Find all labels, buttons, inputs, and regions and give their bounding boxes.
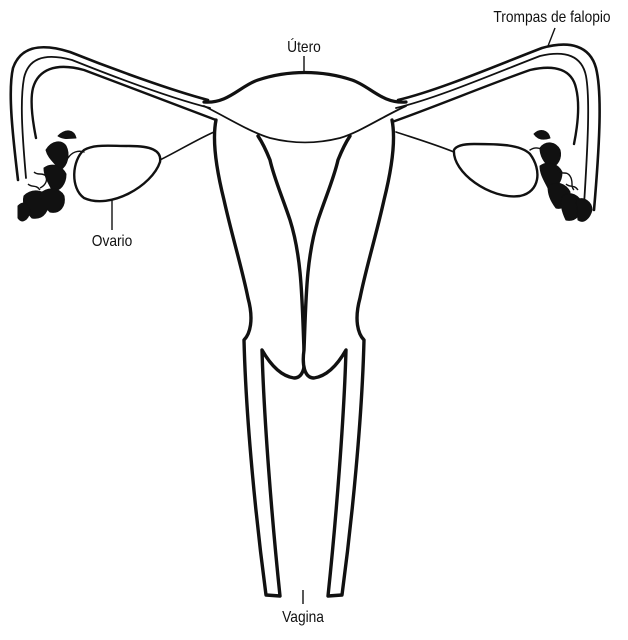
right-fimbriae <box>534 131 592 222</box>
vagina-label: Vagina <box>282 608 324 626</box>
ovario-label: Ovario <box>92 232 132 250</box>
utero-label: Útero <box>287 38 321 56</box>
trompas-leader <box>548 28 555 46</box>
uterus-right-wall <box>303 120 393 596</box>
uterus-body <box>214 120 393 596</box>
trompas-label: Trompas de falopio <box>493 8 610 26</box>
right-ovary <box>396 132 546 196</box>
uterus-left-wall <box>214 120 304 596</box>
left-ovary <box>68 132 214 201</box>
